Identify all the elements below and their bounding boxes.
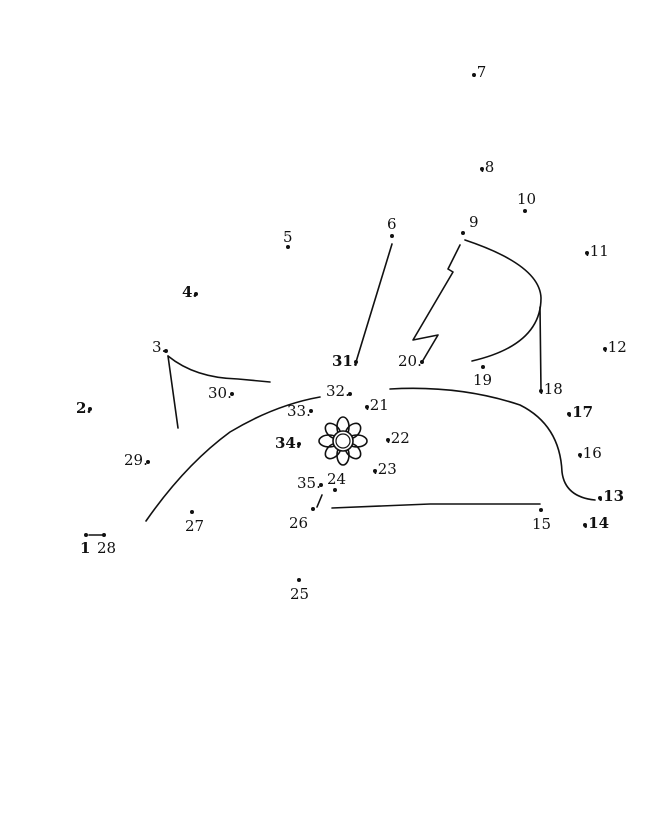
- dot-30: [230, 392, 234, 396]
- dot-32-label: 32.: [326, 382, 350, 400]
- dot-31-label: 31.: [332, 352, 358, 370]
- dot-2-label: 2.: [76, 399, 92, 417]
- dot-14-label: .14: [583, 514, 609, 532]
- dot-7-label: .7: [472, 63, 486, 81]
- dot-29: [146, 460, 150, 464]
- dot-3: [164, 349, 168, 353]
- hat-brim-top-line: [167, 355, 271, 383]
- dot-16: [578, 453, 582, 457]
- hat-brim-left-line: [167, 355, 179, 429]
- short-tick-line: [316, 494, 323, 508]
- dot-8-label: .8: [480, 158, 494, 176]
- dot-16-label: .16: [578, 444, 602, 462]
- dot-13: [598, 496, 602, 500]
- dot-12-label: .12: [603, 338, 627, 356]
- dot-4: [194, 292, 198, 296]
- dot-18: [539, 389, 543, 393]
- dot-2: [88, 407, 92, 411]
- dot-22-label: .22: [386, 429, 410, 447]
- zigzag-line: [412, 244, 461, 363]
- dot-24: [333, 488, 337, 492]
- dot-33: [309, 409, 313, 413]
- dot-5-label: 5: [283, 228, 293, 246]
- dot-10: [523, 209, 527, 213]
- dot-33-label: 33.: [287, 402, 311, 420]
- dot-17: [567, 412, 571, 416]
- dot-23-label: .23: [373, 460, 397, 478]
- dot-22: [386, 438, 390, 442]
- dot-21-label: .21: [365, 396, 389, 414]
- dot-30-label: 30.: [208, 384, 232, 402]
- dot-1-label: 1: [80, 539, 90, 557]
- dot-14: [583, 523, 587, 527]
- dot-29-label: 29.: [124, 451, 148, 469]
- dot-35: [319, 483, 323, 487]
- dot-23: [373, 469, 377, 473]
- dot-19: [481, 365, 485, 369]
- dot-13-label: .13: [598, 487, 624, 505]
- dot-34: [297, 442, 301, 446]
- dot-25: [297, 578, 301, 582]
- dot-12: [603, 347, 607, 351]
- bow-ribbon-line: [539, 306, 542, 392]
- dot-5: [286, 245, 290, 249]
- dot-9-label: 9: [469, 213, 479, 231]
- dot-20-label: 20.: [398, 352, 422, 370]
- dot-8: [480, 167, 484, 171]
- dot-31: [354, 360, 358, 364]
- dot-28-label: 28: [97, 539, 116, 557]
- dot-6-label: 6: [387, 215, 397, 233]
- dot-11: [585, 251, 589, 255]
- dot-35-label: 35.: [297, 474, 321, 492]
- dot-20: [420, 360, 424, 364]
- dot-25-label: 25: [290, 585, 309, 603]
- dot-26-label: 26: [289, 514, 308, 532]
- dot-27-label: 27: [185, 517, 204, 535]
- dot-32: [348, 392, 352, 396]
- dot-34-label: 34.: [275, 434, 301, 452]
- dot-27: [190, 510, 194, 514]
- dot-10-label: 10: [517, 190, 536, 208]
- dot-3-label: 3.: [152, 338, 166, 356]
- dot-11-label: .11: [585, 242, 609, 260]
- dot-9: [461, 231, 465, 235]
- dot-17-label: .17: [567, 403, 593, 421]
- hat-crown-right-curve: [389, 387, 596, 501]
- bow-curve: [464, 239, 542, 362]
- feather-line: [355, 243, 393, 363]
- predrawn-lines: [88, 239, 596, 536]
- dot-6: [390, 234, 394, 238]
- hat-crown-curve: [145, 396, 321, 522]
- dot-19-label: 19: [473, 371, 492, 389]
- numbered-dots: 1 2. 3. 4. 5 6 .7 .8 9 10 .11 .12 .13 .1…: [76, 63, 627, 603]
- dot-4-label: 4.: [182, 283, 198, 301]
- dot-24-label: 24: [327, 470, 346, 488]
- dot-15-label: 15: [532, 515, 551, 533]
- dot-1: [84, 533, 88, 537]
- dot-28: [102, 533, 106, 537]
- dot-15: [539, 508, 543, 512]
- flower-decoration: [318, 416, 368, 466]
- dot-21: [365, 405, 369, 409]
- hat-base-line: [331, 503, 541, 509]
- dot-7: [472, 73, 476, 77]
- dot-18-label: .18: [539, 380, 563, 398]
- dot-26: [311, 507, 315, 511]
